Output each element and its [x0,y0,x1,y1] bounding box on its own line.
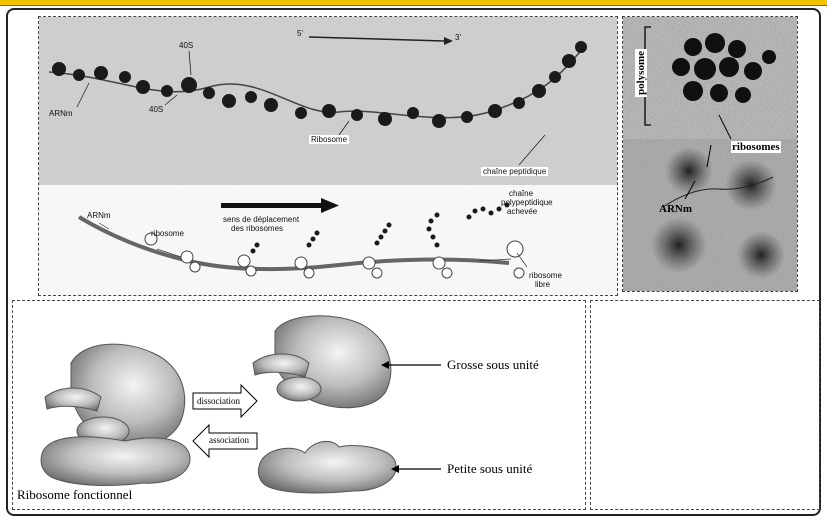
grosse-sous-unite-label: Grosse sous unité [447,357,539,373]
micrograph-40s-top-label: 40S [179,41,193,50]
association-label: association [209,435,249,445]
micrograph-40s-bottom-label: 40S [149,105,163,114]
photo-arnm-label: ARNm [659,203,692,215]
micrograph-chaine-label: chaîne peptidique [481,167,548,176]
micrograph-3-prime-label: 3' [455,33,461,42]
ribosome-illustration [13,301,586,510]
strip-libre-label-2: libre [535,280,550,289]
polysome-photo-panel: polysome ribosomes ARNm [622,16,798,292]
strip-chaine-label-1: chaîne [509,189,533,198]
strip-sens-label-1: sens de déplacement [223,215,299,224]
empty-panel [590,300,820,510]
strip-sens-label-2: des ribosomes [231,224,283,233]
polysome-label: polysome [635,49,647,97]
polysome-micrograph-panel: ARNm 40S 40S Ribosome chaîne peptidique … [38,16,618,296]
strip-arnm-label: ARNm [87,211,111,220]
strip-ribosome-label: ribosome [151,229,184,238]
strip-libre-label-1: ribosome [529,271,562,280]
strip-chaine-label-2: polypeptidique [501,198,553,207]
petite-sous-unite-label: Petite sous unité [447,461,532,477]
micrograph-5-prime-label: 5' [297,29,303,38]
dissociation-label: dissociation [197,396,240,406]
strip-chaine-label-3: achevée [507,207,537,216]
polysome-photo-image [623,17,798,292]
ribosomes-label: ribosomes [731,141,781,153]
micrograph-arnm-label: ARNm [49,109,73,118]
micrograph-ribosome-label: Ribosome [309,135,349,144]
top-accent-bar [0,0,827,6]
ribosome-fonctionnel-label: Ribosome fonctionnel [17,487,132,503]
micrograph-image [39,17,618,296]
ribosome-subunits-panel: dissociation association Grosse sous uni… [12,300,586,510]
